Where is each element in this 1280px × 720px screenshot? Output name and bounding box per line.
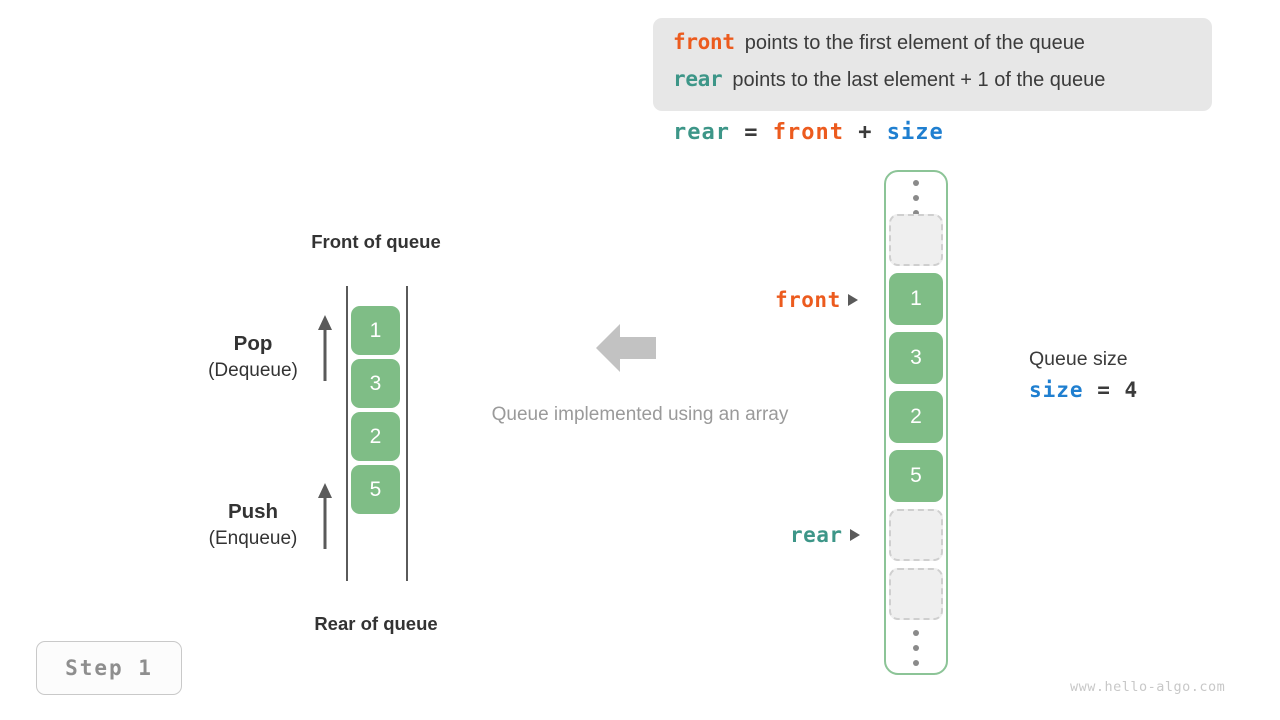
array-cell-1: 1: [889, 273, 943, 325]
pop-label-sub: (Dequeue): [208, 360, 298, 381]
left-pointing-arrow-icon: [596, 324, 656, 372]
array-cell-6: [889, 568, 943, 620]
push-up-arrow-icon: [318, 483, 332, 549]
push-operation-label: Push (Enqueue): [183, 498, 323, 552]
push-label-sub: (Enqueue): [208, 528, 298, 549]
stack-cell-3: 5: [351, 465, 400, 514]
front-pointer-arrow-icon: [847, 294, 858, 306]
center-caption: Queue implemented using an array: [491, 404, 789, 425]
array-cell-4: 5: [889, 450, 943, 502]
array-ellipsis-bottom-icon: [910, 630, 922, 666]
size-value: 4: [1124, 378, 1139, 402]
pop-up-arrow-icon: [318, 315, 332, 381]
footer-url: www.hello-algo.com: [1070, 679, 1226, 695]
stack-rail-right: [406, 286, 408, 581]
step-badge: Step 1: [36, 641, 182, 695]
formula-rhs-front: front: [772, 120, 844, 145]
array-cell-2: 3: [889, 332, 943, 384]
rear-pointer-label: rear: [790, 523, 843, 547]
array-ellipsis-top-icon: [910, 180, 922, 216]
size-equals: =: [1083, 378, 1125, 402]
stack-cell-2: 2: [351, 412, 400, 461]
queue-size-expression: size = 4: [1029, 374, 1138, 406]
front-of-queue-label: Front of queue: [311, 231, 441, 252]
size-variable: size: [1029, 378, 1084, 402]
legend-keyword-front: front: [673, 30, 735, 54]
stack-cell-0: 1: [351, 306, 400, 355]
legend-box: front points to the first element of the…: [653, 18, 1212, 111]
queue-size-info: Queue size size = 4: [1029, 344, 1138, 406]
legend-text-front: points to the first element of the queue: [744, 32, 1085, 54]
formula-rhs-size: size: [886, 120, 944, 145]
pop-operation-label: Pop (Dequeue): [183, 330, 323, 384]
legend-text-rear: points to the last element + 1 of the qu…: [732, 69, 1106, 91]
legend-line-rear: rear points to the last element + 1 of t…: [673, 67, 1212, 104]
queue-size-title: Queue size: [1029, 348, 1128, 370]
pop-label-name: Pop: [233, 332, 273, 355]
push-label-name: Push: [227, 500, 279, 523]
array-cell-3: 2: [889, 391, 943, 443]
front-pointer-label: front: [775, 288, 841, 312]
rear-pointer-arrow-icon: [849, 529, 860, 541]
rear-of-queue-label: Rear of queue: [314, 613, 438, 634]
rear-pointer: rear: [790, 523, 860, 547]
formula-lhs-rear: rear: [673, 120, 730, 145]
formula-equals: =: [729, 120, 773, 145]
front-pointer: front: [775, 288, 858, 312]
stack-rail-left: [346, 286, 348, 581]
formula-rear-equals-front-plus-size: rear = front + size: [673, 120, 944, 145]
array-container: [884, 170, 948, 675]
formula-plus: +: [843, 120, 887, 145]
legend-keyword-rear: rear: [673, 67, 723, 91]
array-cell-0: [889, 214, 943, 266]
legend-line-front: front points to the first element of the…: [673, 30, 1212, 67]
stack-cell-1: 3: [351, 359, 400, 408]
array-cell-5: [889, 509, 943, 561]
